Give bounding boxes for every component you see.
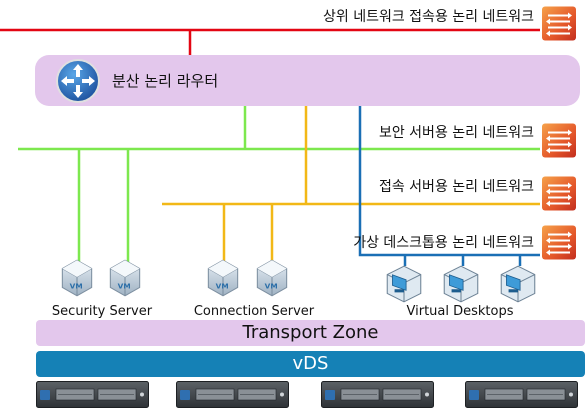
router-label: 분산 논리 라우터 — [112, 72, 219, 90]
connection-network-label: 접속 서버용 논리 네트워크 — [378, 179, 534, 195]
virtual-desktops-label: Virtual Desktops — [406, 304, 514, 319]
desktop-network-label: 가상 데스크톱용 논리 네트워크 — [353, 235, 534, 251]
upper-network-label: 상위 네트워크 접속용 논리 네트워크 — [323, 9, 534, 25]
upper-network-switch-icon — [541, 5, 577, 42]
security-vm-icon-2 — [109, 259, 141, 297]
connection-server-label: Connection Server — [193, 304, 315, 319]
server-host-icon-3 — [321, 381, 434, 408]
vds-bar: vDS — [36, 351, 585, 377]
transport-zone-bar: Transport Zone — [36, 320, 585, 346]
server-host-icon-1 — [36, 381, 149, 408]
connection-vm-icon-2 — [256, 259, 288, 297]
router-icon — [56, 59, 100, 103]
vds-label: vDS — [292, 353, 329, 374]
distributed-logical-router: 분산 논리 라우터 — [35, 55, 580, 106]
virtual-desktop-icon-1 — [386, 265, 422, 303]
desktop-network-switch-icon — [541, 224, 577, 261]
desktop-network-line — [358, 106, 540, 257]
virtual-desktop-icon-2 — [443, 265, 479, 303]
server-host-icon-4 — [465, 381, 578, 408]
connection-network-switch-icon — [541, 175, 577, 212]
server-host-icon-2 — [176, 381, 289, 408]
security-server-label: Security Server — [51, 304, 153, 319]
transport-zone-label: Transport Zone — [242, 322, 379, 343]
security-vm-icon-1 — [61, 259, 93, 297]
security-network-label: 보안 서버용 논리 네트워크 — [378, 125, 534, 141]
virtual-desktop-icon-3 — [500, 265, 536, 303]
connection-vm-icon-1 — [207, 259, 239, 297]
security-network-switch-icon — [541, 122, 577, 159]
